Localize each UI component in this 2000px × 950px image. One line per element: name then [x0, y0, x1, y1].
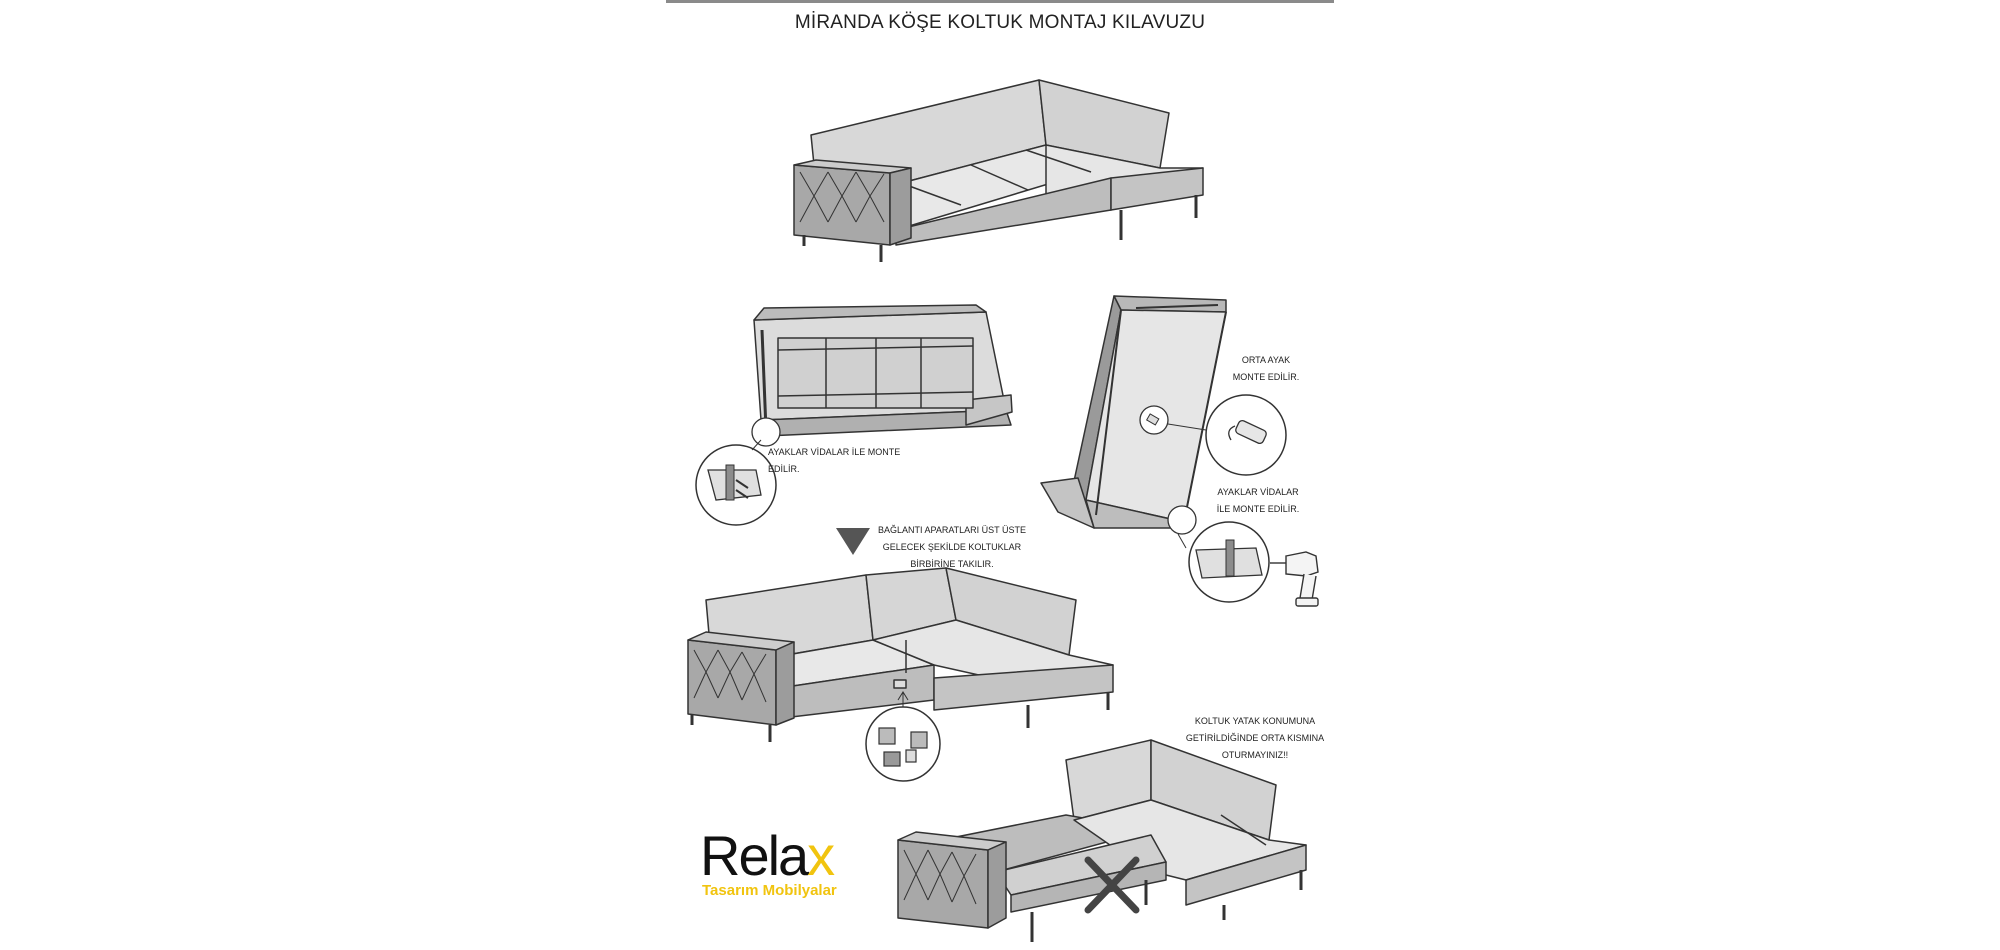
diagram-bed-position	[897, 739, 1307, 942]
detail-circle-center-leg	[1205, 394, 1287, 476]
page-title: MİRANDA KÖŞE KOLTUK MONTAJ KILAVUZU	[794, 12, 1206, 33]
step-marker-triangle	[836, 528, 870, 555]
detail-circle-leg-right	[1188, 521, 1270, 603]
drill-icon	[1270, 551, 1319, 607]
detail-circle-leg-left	[695, 444, 777, 526]
top-rule	[666, 0, 1334, 3]
diagram-assembled-sofa	[687, 79, 1319, 942]
note-legs-left: AYAKLAR VİDALAR İLE MONTE EDİLİR.	[768, 447, 901, 474]
diagram-joined-sofa	[687, 567, 1114, 742]
diagram-upside-down-sofa	[753, 304, 1013, 437]
note-warning: KOLTUK YATAK KONUMUNA GETİRİLDİĞİNDE ORT…	[1185, 716, 1325, 760]
brand-tagline: Tasarım Mobilyalar	[702, 882, 837, 899]
brand-name: Relax	[700, 824, 835, 887]
detail-circle-connectors	[865, 706, 941, 782]
instruction-sheet: MİRANDA KÖŞE KOLTUK MONTAJ KILAVUZU	[666, 0, 1334, 950]
note-legs-right: AYAKLAR VİDALAR İLE MONTE EDİLİR.	[1216, 487, 1300, 514]
note-center-leg: ORTA AYAK MONTE EDİLİR.	[1232, 355, 1300, 382]
warning-cross-icon	[1084, 856, 1140, 914]
brand-logo: Relax Tasarım Mobilyalar	[700, 826, 860, 906]
note-connectors: BAĞLANTI APARATLARI ÜST ÜSTE GELECEK ŞEK…	[877, 525, 1027, 569]
